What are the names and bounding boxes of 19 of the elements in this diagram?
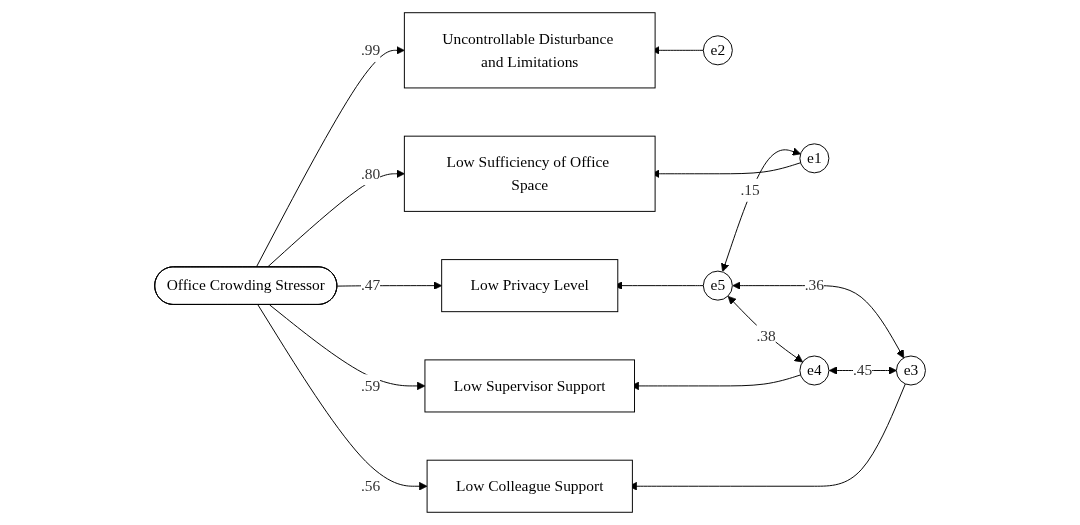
node-box: Uncontrollable Disturbance and Limitations	[403, 12, 656, 89]
edge-label: .80	[360, 165, 381, 182]
edge-label: .99	[360, 41, 381, 59]
node-circle: e4	[799, 355, 830, 386]
node-box: Low Colleague Support	[426, 459, 633, 513]
node-circle: e2	[702, 35, 733, 66]
node-box: Low Sufficiency of Office Space	[403, 135, 656, 212]
edge-label: .56	[360, 477, 381, 494]
edge-label: .15	[740, 181, 760, 198]
edge-label: .47	[360, 276, 381, 294]
edge-label: .38	[756, 327, 776, 344]
node-circle: e3	[895, 355, 926, 386]
edge-label: .45	[852, 361, 873, 379]
node-circle: e5	[702, 270, 733, 301]
node-circle: e1	[799, 143, 830, 174]
node-box: Low Supervisor Support	[424, 359, 635, 413]
node-box: Low Privacy Level	[441, 259, 619, 313]
edge-label: .59	[360, 377, 381, 394]
edge-label: .36	[804, 276, 824, 294]
